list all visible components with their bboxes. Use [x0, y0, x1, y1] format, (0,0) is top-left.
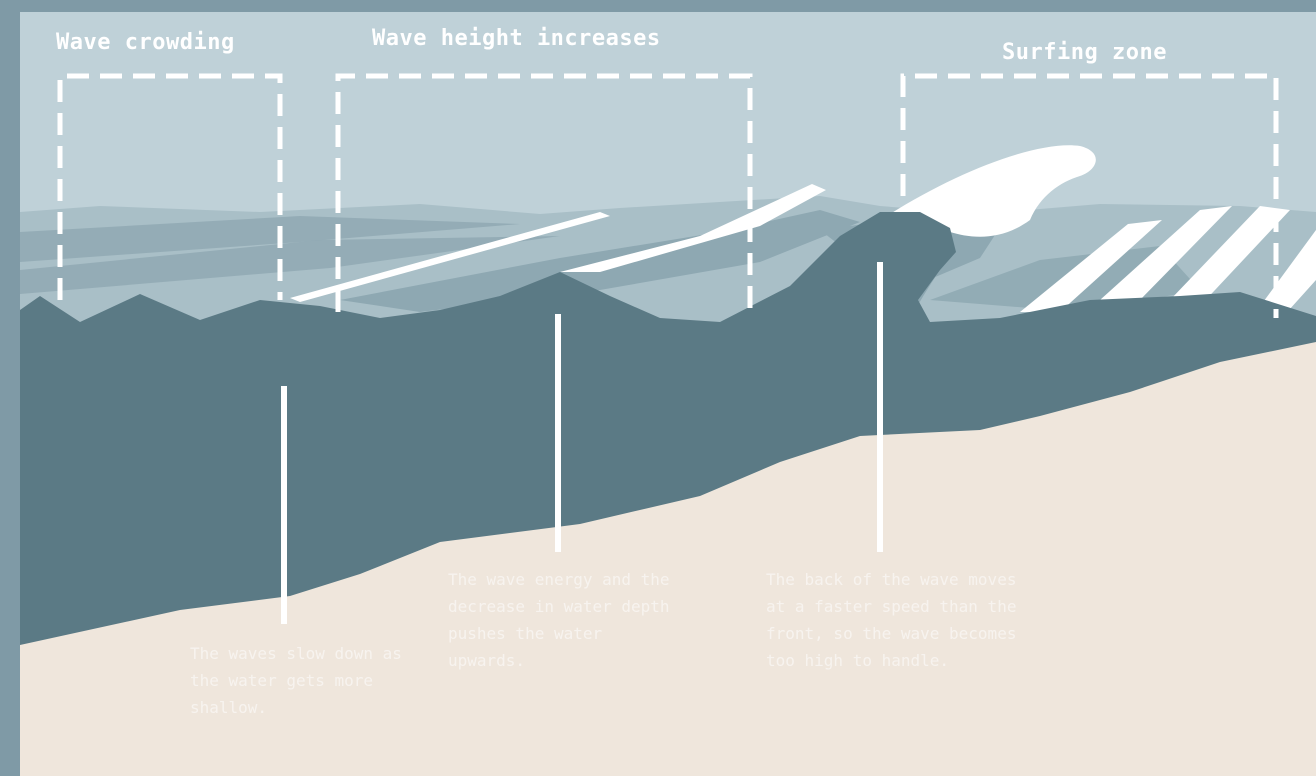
pointer-lines — [281, 262, 883, 624]
zone-box-surfing — [900, 73, 1279, 318]
zone-boxes — [57, 73, 1279, 318]
zone-box-crowding — [57, 73, 283, 300]
seabed — [20, 342, 1316, 776]
annotation-pushes-up: The wave energy and the decrease in wate… — [448, 570, 670, 670]
annotation-too-high: The back of the wave moves at a faster s… — [766, 570, 1017, 670]
zone-label-surfing: Surfing zone — [1002, 40, 1167, 65]
zone-label-height: Wave height increases — [372, 26, 661, 51]
sea — [20, 212, 1316, 660]
foam-streaks — [290, 184, 1316, 320]
zone-label-crowding: Wave crowding — [56, 30, 235, 55]
annotation-slow-down: The waves slow down as the water gets mo… — [190, 644, 402, 717]
zone-box-height — [335, 73, 753, 312]
